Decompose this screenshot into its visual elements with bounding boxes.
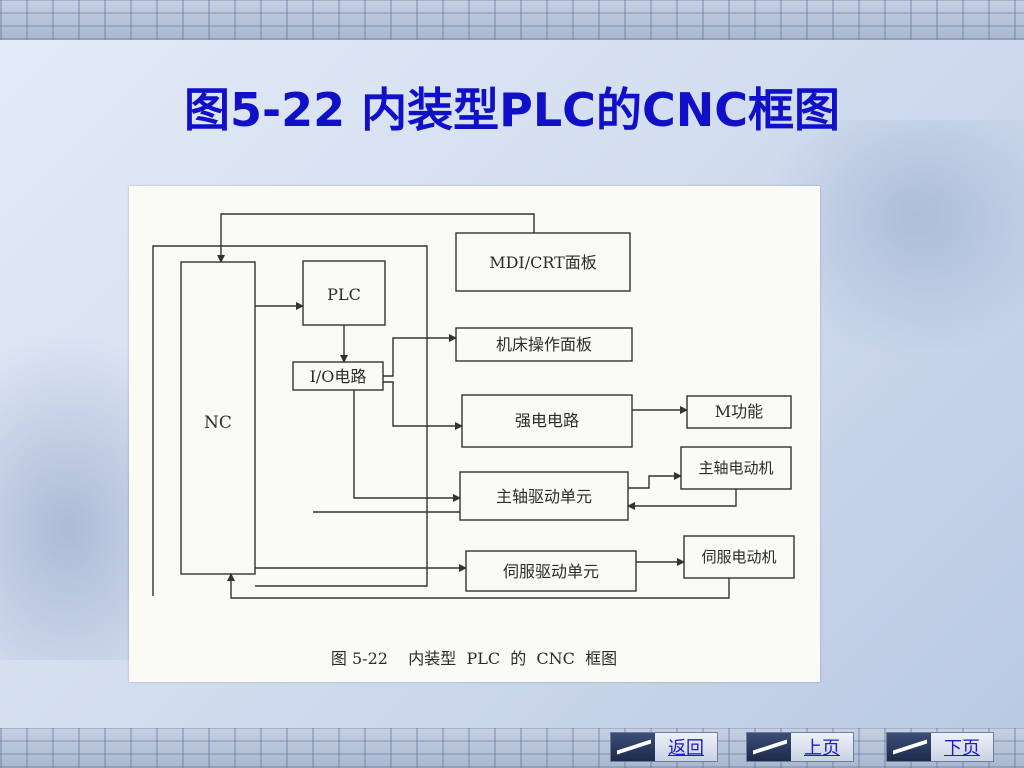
panel-label: 机床操作面板 <box>496 335 592 354</box>
servo-feedback-link <box>227 573 730 599</box>
servo-motor-block <box>683 535 795 579</box>
prev-page-button-label: 上页 <box>804 738 840 759</box>
spindle-drive-label: 主轴驱动单元 <box>496 487 592 506</box>
mdi-block <box>455 232 631 292</box>
servo-drive-label: 伺服驱动单元 <box>503 562 599 581</box>
bottom-border-band <box>0 728 1024 768</box>
arrow-icon <box>887 733 931 761</box>
back-button[interactable]: 返回 <box>610 732 718 762</box>
mdi-line <box>217 213 535 263</box>
block-diagram: NC PLC I/O电路 MDI/CRT面板 机床操作面板 强电电路 M功能 主… <box>152 213 795 668</box>
mfunc-label: M功能 <box>715 402 763 421</box>
spindle-feedback-link <box>627 489 737 510</box>
power-block <box>461 394 633 448</box>
power-label: 强电电路 <box>515 411 579 430</box>
mdi-label: MDI/CRT面板 <box>489 253 597 272</box>
io-spindle-link <box>353 390 461 502</box>
arrow-icon <box>747 733 791 761</box>
figure-caption: 图 5-22 内装型 PLC 的 CNC 框图 <box>331 649 617 668</box>
prev-page-button[interactable]: 上页 <box>746 732 854 762</box>
io-power-link <box>383 381 463 430</box>
nc-label: NC <box>204 413 232 433</box>
plc-label: PLC <box>327 285 361 304</box>
back-button-label: 返回 <box>668 738 704 759</box>
io-panel-link <box>383 334 457 377</box>
arrow-icon <box>611 733 655 761</box>
outer-loop-line <box>152 245 428 596</box>
spindle-motor-label: 主轴电动机 <box>698 459 773 477</box>
slide-title: 图5-22 内装型PLC的CNC框图 <box>184 83 840 137</box>
io-label: I/O电路 <box>310 367 367 386</box>
block-diagram-figure: NC PLC I/O电路 MDI/CRT面板 机床操作面板 强电电路 M功能 主… <box>129 186 820 682</box>
next-page-button[interactable]: 下页 <box>886 732 994 762</box>
top-border-band <box>0 0 1024 40</box>
next-page-button-label: 下页 <box>944 738 980 759</box>
servo-motor-label: 伺服电动机 <box>701 548 776 566</box>
spindle-motor-link <box>628 472 682 489</box>
panel-block <box>455 327 633 362</box>
